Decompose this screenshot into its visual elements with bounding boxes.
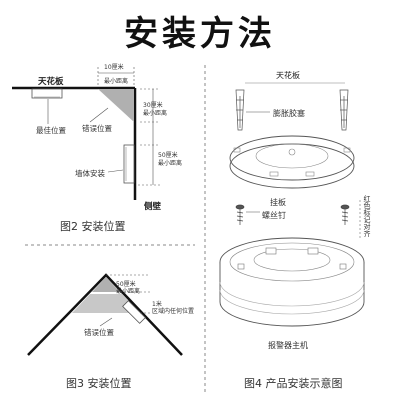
screw-left xyxy=(235,204,245,225)
fig4-caption: 图4 产品安装示意图 xyxy=(244,377,343,390)
fig2-dim-30cm-min: 最小距离 xyxy=(143,110,168,117)
fig2-best-position: 最佳位置 xyxy=(36,126,66,135)
fig2-dim-10cm: 10厘米 xyxy=(104,64,124,71)
fig3-dim-1m: 1米 xyxy=(152,301,162,308)
anchor-left xyxy=(235,89,245,131)
fig3-min-distance: 最小距离 xyxy=(116,288,141,295)
fig2-wall-mount: 墙体安装 xyxy=(75,169,105,178)
fig3-caption: 图3 安装位置 xyxy=(66,377,132,390)
fig2-min-distance-top: 最小距离 xyxy=(104,78,129,85)
fig4-anchor-label: 膨胀胶塞 xyxy=(273,109,305,118)
anchor-right xyxy=(339,89,349,131)
page-title: 安装方法 xyxy=(124,14,276,54)
fig4-screw-label: 螺丝钉 xyxy=(262,211,286,220)
fig4-plate-label: 挂板 xyxy=(270,198,286,207)
screw-right xyxy=(340,204,350,225)
fig4-ceiling-label: 天花板 xyxy=(276,71,300,80)
fig3-wrong-position: 错误位置 xyxy=(84,328,114,337)
fig2-side-wall: 侧壁 xyxy=(144,202,162,212)
fig4-align-label: 红色标记对齐 xyxy=(363,195,371,237)
fig2-wrong-position: 错误位置 xyxy=(82,124,112,133)
fig3-no-zone: 区域内任何位置 xyxy=(152,308,195,315)
fig2-caption: 图2 安装位置 xyxy=(60,220,126,233)
fig2-dim-30cm: 30厘米 xyxy=(143,102,163,109)
fig2-dim-50cm-min: 最小距离 xyxy=(158,160,183,167)
fig2-ceiling-label: 天花板 xyxy=(38,77,64,87)
fig3-dim-50cm: 50厘米 xyxy=(116,281,136,288)
fig4-main-unit-label: 报警器主机 xyxy=(268,341,308,350)
fig2-dim-50cm: 50厘米 xyxy=(158,152,178,159)
